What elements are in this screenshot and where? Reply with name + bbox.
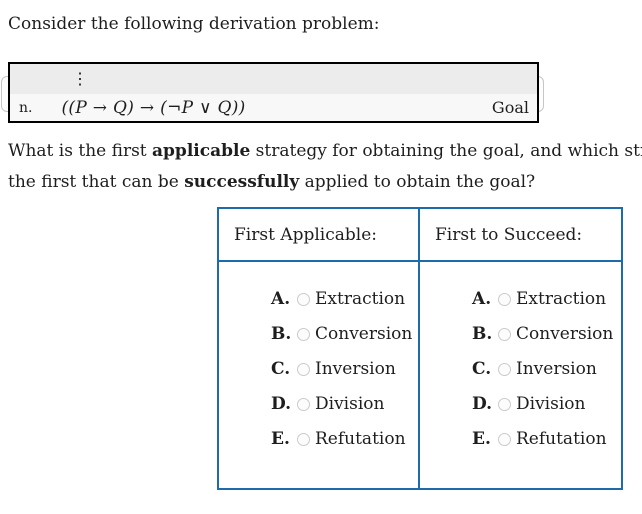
option-label: Division [315, 393, 385, 414]
goal-annotation: Goal [491, 98, 529, 117]
derivation-ellipsis-row: ⋮ [10, 64, 537, 94]
option-label: Refutation [315, 428, 406, 449]
radio-button-icon[interactable] [297, 363, 310, 376]
option-first-to-succeed-d[interactable]: D. Division [472, 386, 621, 421]
radio-button-icon[interactable] [498, 433, 511, 446]
answer-table: First Applicable: First to Succeed: A. E… [217, 207, 623, 490]
option-letter: B. [472, 323, 493, 344]
option-letter: E. [472, 428, 491, 449]
option-first-applicable-b[interactable]: B. Conversion [271, 316, 418, 351]
goal-formula: ((P → Q) → (¬P ∨ Q)) [61, 97, 246, 118]
derivation-goal-row: n. ((P → Q) → (¬P ∨ Q)) Goal [10, 94, 537, 121]
option-letter: D. [472, 393, 493, 414]
option-label: Refutation [516, 428, 607, 449]
intro-text: Consider the following derivation proble… [8, 14, 380, 34]
option-first-applicable-c[interactable]: C. Inversion [271, 351, 418, 386]
radio-button-icon[interactable] [297, 328, 310, 341]
question-text: What is the first applicable strategy fo… [8, 136, 642, 198]
first-to-succeed-options: A. Extraction B. Conversion C. Inversion… [420, 262, 621, 488]
option-first-applicable-e[interactable]: E. Refutation [271, 421, 418, 456]
radio-button-icon[interactable] [498, 293, 511, 306]
option-first-to-succeed-b[interactable]: B. Conversion [472, 316, 621, 351]
option-first-to-succeed-a[interactable]: A. Extraction [472, 281, 621, 316]
option-label: Conversion [315, 323, 413, 344]
first-applicable-options: A. Extraction B. Conversion C. Inversion… [219, 262, 420, 488]
option-letter: D. [271, 393, 292, 414]
option-first-to-succeed-c[interactable]: C. Inversion [472, 351, 621, 386]
option-letter: B. [271, 323, 292, 344]
option-label: Division [516, 393, 586, 414]
vertical-ellipsis: ⋮ [72, 69, 88, 88]
option-label: Extraction [516, 288, 607, 309]
option-letter: E. [271, 428, 290, 449]
radio-button-icon[interactable] [498, 363, 511, 376]
option-letter: A. [472, 288, 492, 309]
radio-button-icon[interactable] [297, 293, 310, 306]
option-label: Inversion [315, 358, 396, 379]
derivation-table: ⋮ n. ((P → Q) → (¬P ∨ Q)) Goal [8, 62, 539, 123]
option-label: Extraction [315, 288, 406, 309]
line-number-label: n. [19, 99, 33, 116]
option-label: Conversion [516, 323, 614, 344]
question-line-1: What is the first applicable strategy fo… [8, 141, 642, 161]
option-first-to-succeed-e[interactable]: E. Refutation [472, 421, 621, 456]
option-letter: A. [271, 288, 291, 309]
radio-button-icon[interactable] [297, 433, 310, 446]
question-line-2: the first that can be successfully appli… [8, 172, 536, 192]
radio-button-icon[interactable] [498, 398, 511, 411]
radio-button-icon[interactable] [498, 328, 511, 341]
option-letter: C. [271, 358, 291, 379]
column-header-first-to-succeed: First to Succeed: [420, 209, 621, 262]
option-first-applicable-a[interactable]: A. Extraction [271, 281, 418, 316]
option-first-applicable-d[interactable]: D. Division [271, 386, 418, 421]
radio-button-icon[interactable] [297, 398, 310, 411]
option-label: Inversion [516, 358, 597, 379]
option-letter: C. [472, 358, 492, 379]
column-header-first-applicable: First Applicable: [219, 209, 420, 262]
